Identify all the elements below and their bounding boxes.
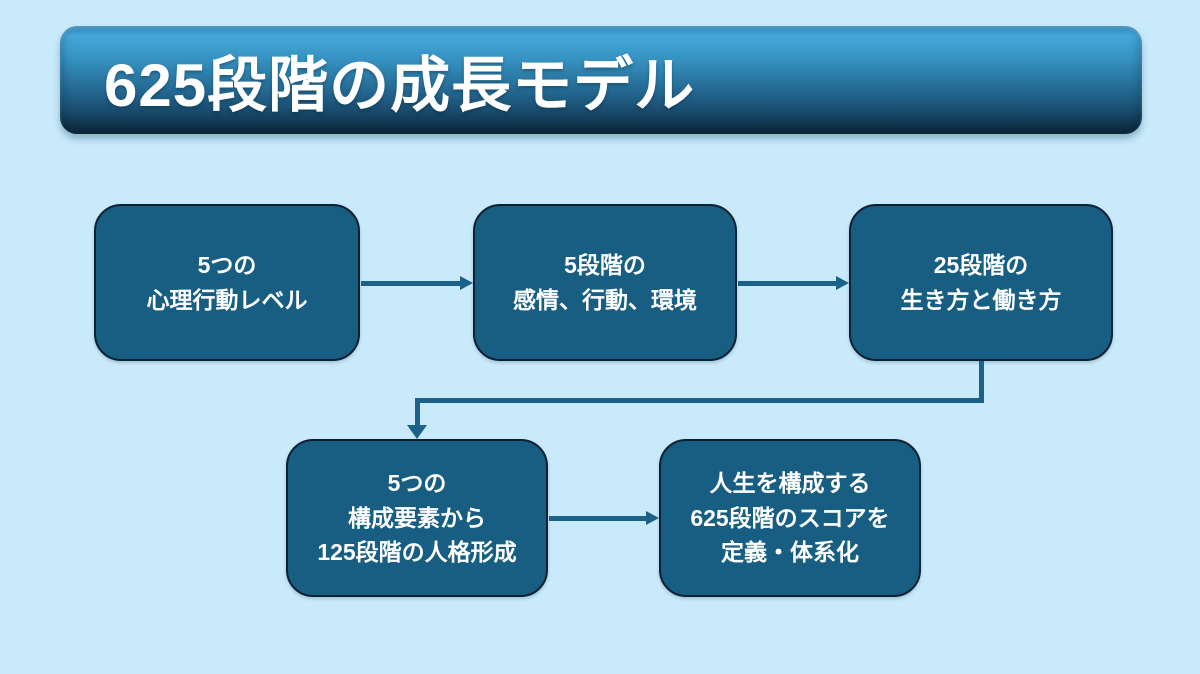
connector-segment <box>414 398 420 426</box>
title-banner: 625段階の成長モデル <box>60 26 1142 134</box>
flow-box-label: 5つの 構成要素から 125段階の人格形成 <box>317 470 517 566</box>
slide-title: 625段階の成長モデル <box>104 51 696 119</box>
flow-box-label: 5段階の 感情、行動、環境 <box>513 252 697 313</box>
flow-box-label: 人生を構成する 625段階のスコアを 定義・体系化 <box>690 470 890 566</box>
flow-box-label: 25段階の 生き方と働き方 <box>900 252 1062 313</box>
flow-box-score-systematization: 人生を構成する 625段階のスコアを 定義・体系化 <box>659 439 921 597</box>
arrow-shaft <box>549 515 648 521</box>
flow-box-personality-formation: 5つの 構成要素から 125段階の人格形成 <box>286 439 548 597</box>
flow-box-label: 5つの 心理行動レベル <box>146 252 308 313</box>
arrow-right-icon <box>460 276 473 290</box>
flow-box-living-working-styles: 25段階の 生き方と働き方 <box>849 204 1113 361</box>
arrow-box2-to-box3 <box>738 276 849 290</box>
connector-box3-to-box4 <box>407 361 985 439</box>
connector-segment <box>978 361 984 403</box>
arrow-right-icon <box>836 276 849 290</box>
flow-box-psych-behavior-levels: 5つの 心理行動レベル <box>94 204 360 361</box>
arrow-down-icon <box>407 425 427 439</box>
arrow-shaft <box>361 280 462 286</box>
arrow-right-icon <box>646 511 659 525</box>
connector-segment <box>414 398 984 403</box>
arrow-shaft <box>738 280 838 286</box>
arrow-box1-to-box2 <box>361 276 473 290</box>
arrow-box4-to-box5 <box>549 511 659 525</box>
flow-box-emotion-action-environment: 5段階の 感情、行動、環境 <box>473 204 737 361</box>
